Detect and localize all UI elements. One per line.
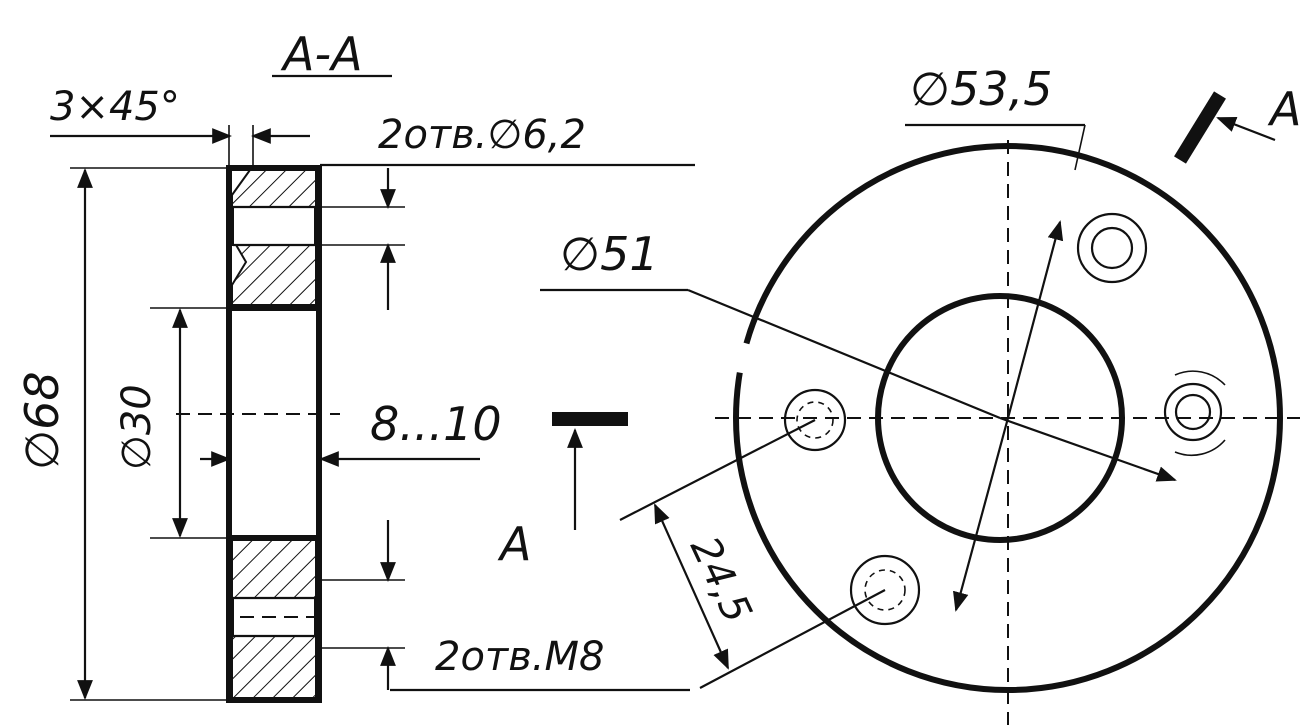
hole-top [232, 206, 316, 246]
hole-top-right [1076, 212, 1148, 284]
hole-bottom [849, 554, 921, 626]
holes-top-label: 2отв.∅6,2 [378, 112, 586, 158]
hole-left [783, 388, 847, 452]
section-outline [226, 165, 322, 703]
dim-24-5-label: 24,5 [681, 530, 760, 630]
dia-30-label: ∅30 [114, 384, 160, 470]
cut-mark-left: А [497, 412, 628, 571]
holes-bottom-label: 2отв.М8 [435, 634, 604, 680]
thickness-label: 8...10 [370, 397, 502, 451]
view-mark-right: А [1267, 82, 1301, 136]
front-view: ∅51 ∅53,5 24,5 [540, 62, 1300, 725]
dia-53-5-label: ∅53,5 [910, 62, 1053, 116]
section-view: А-А 3×45° 2отв.∅6,2 [15, 27, 695, 703]
hole-right [1163, 370, 1226, 457]
cut-mark-right: А [1174, 82, 1301, 164]
dia-51-label: ∅51 [560, 227, 659, 281]
dia-68-label: ∅68 [15, 371, 69, 470]
section-title: А-А [280, 27, 363, 81]
chamfer-label: 3×45° [50, 84, 180, 130]
view-mark-left: А [497, 517, 531, 571]
